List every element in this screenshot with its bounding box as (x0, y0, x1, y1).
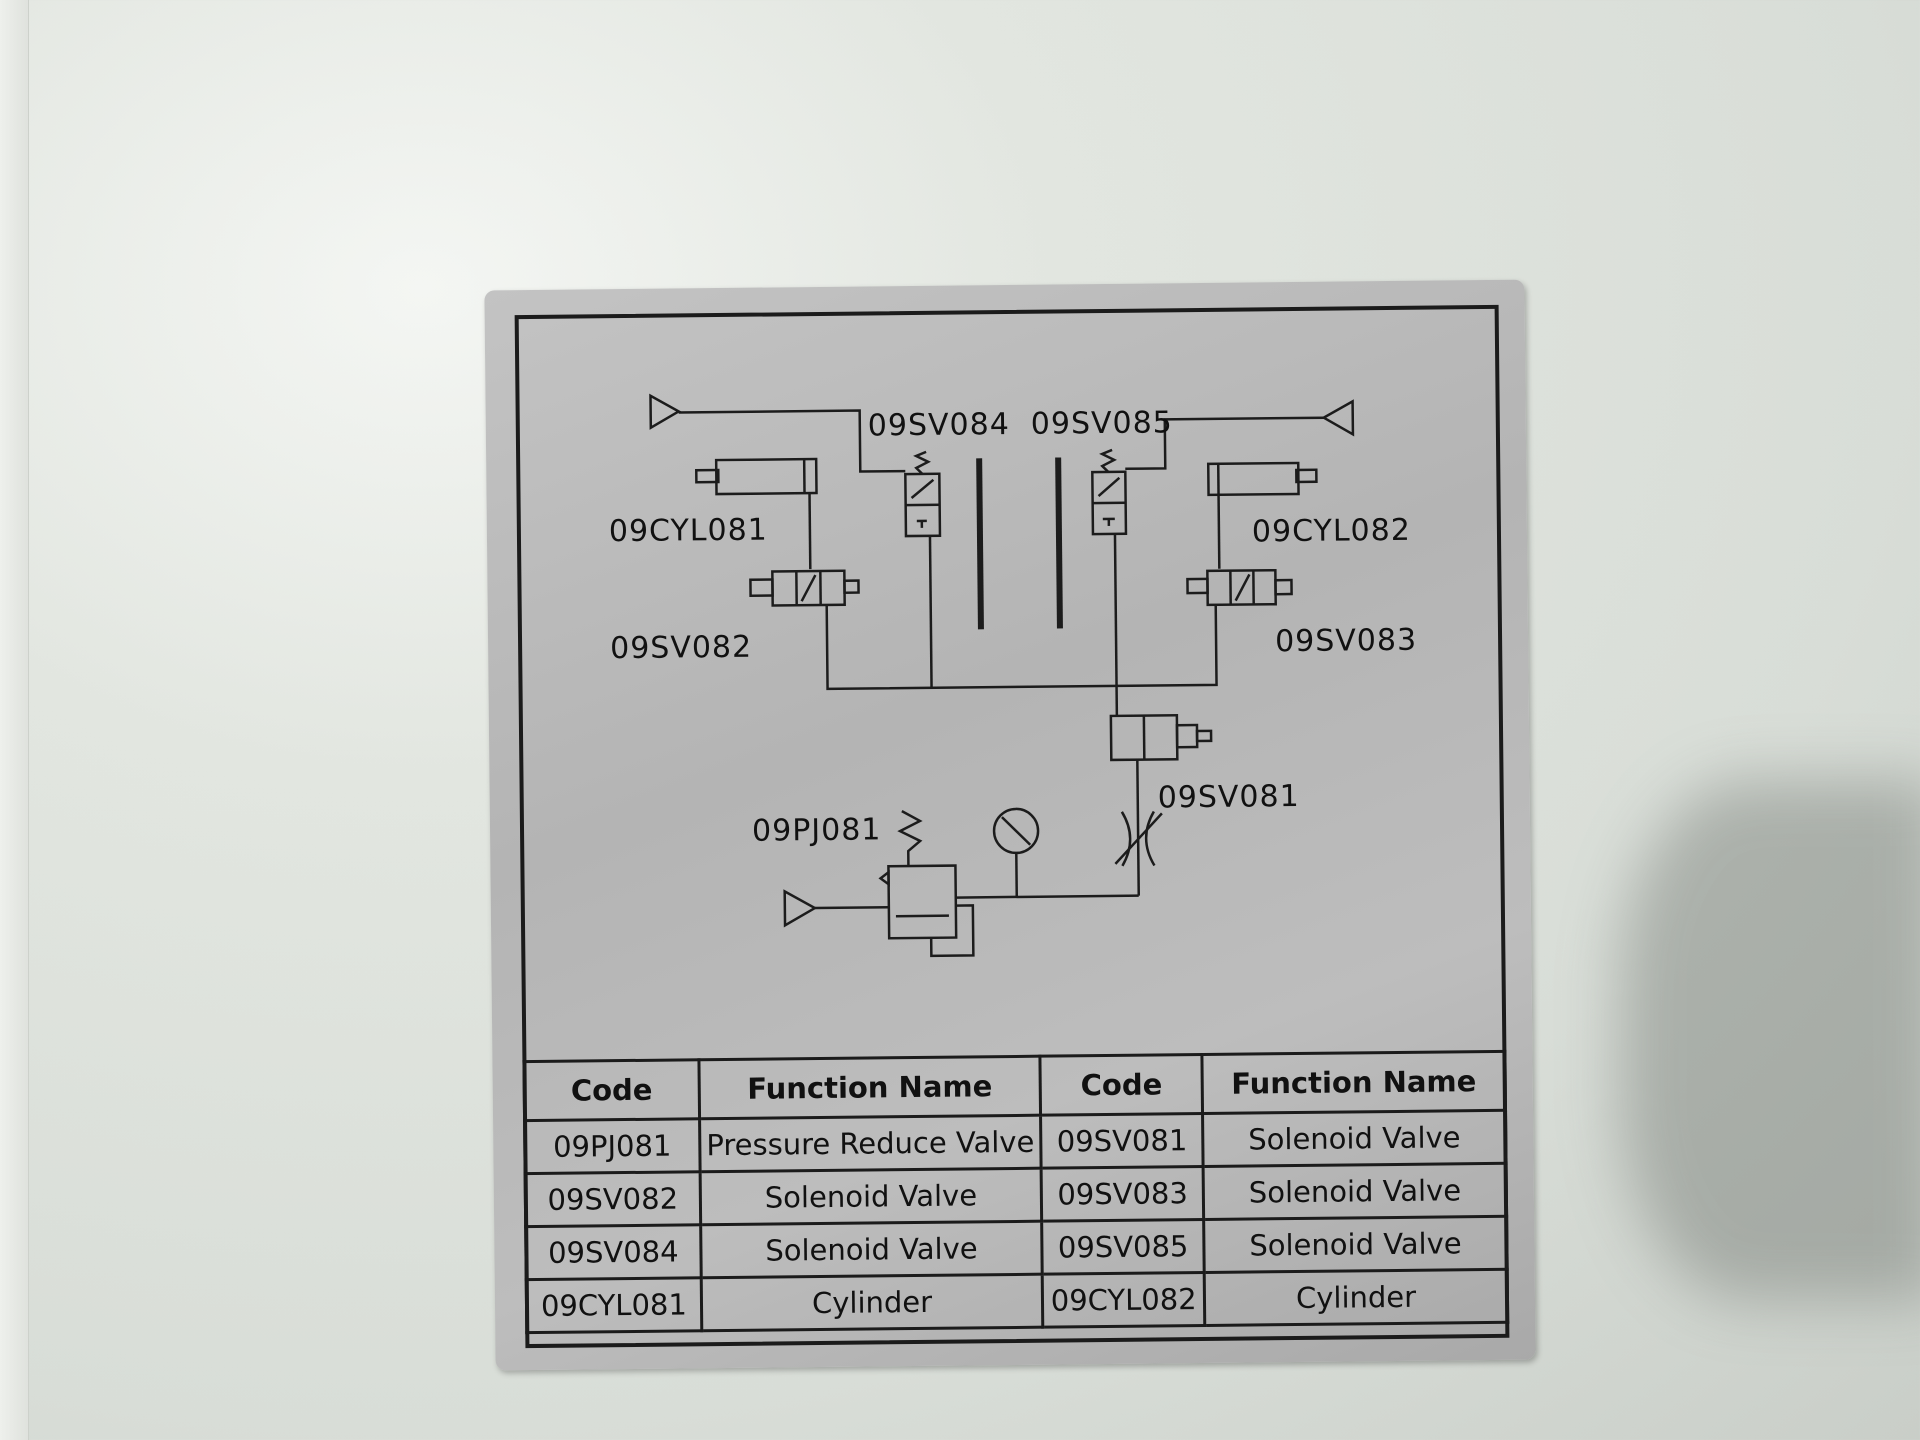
cell-function: Pressure Reduce Valve (699, 1115, 1042, 1172)
table-row: 09CYL081 Cylinder 09CYL082 Cylinder (526, 1269, 1508, 1333)
line (928, 535, 933, 688)
pneumatic-diagram-plate: 09SV084 09SV085 09CYL081 09CYL082 09SV08… (484, 279, 1536, 1371)
label-09sv082: 09SV082 (609, 629, 753, 667)
label-09pj081: 09PJ081 (751, 812, 882, 849)
label-09sv085: 09SV085 (1030, 405, 1173, 442)
label-09sv081: 09SV081 (1157, 778, 1300, 816)
cell-code: 09CYL082 (1042, 1272, 1205, 1328)
cylinder-09cyl081-icon (695, 457, 818, 570)
cell-function: Solenoid Valve (700, 1221, 1043, 1278)
cabinet-edge (0, 0, 29, 1440)
valve-09sv084-icon (904, 450, 942, 538)
cell-code: 09SV083 (1041, 1166, 1204, 1222)
label-09sv084: 09SV084 (867, 406, 1010, 444)
valve-09sv081-icon (1109, 713, 1213, 762)
table-header-row: Code Function Name Code Function Name (523, 1051, 1506, 1121)
line (814, 906, 889, 910)
cell-code: 09PJ081 (524, 1118, 700, 1174)
bar (1055, 457, 1063, 629)
cell-function: Solenoid Valve (1202, 1110, 1507, 1167)
inlet-icon (783, 889, 818, 928)
cell-code: 09SV081 (1040, 1113, 1204, 1169)
exhaust-left-icon (649, 393, 682, 430)
valve-09sv082-icon (749, 569, 860, 607)
header-function-name: Function Name (698, 1056, 1041, 1119)
label-09cyl081: 09CYL081 (608, 512, 768, 550)
header-function-name: Function Name (1202, 1051, 1506, 1114)
cell-code: 09SV084 (525, 1224, 702, 1280)
line (955, 894, 1139, 899)
cell-function: Cylinder (701, 1274, 1044, 1331)
cell-code: 09CYL081 (526, 1277, 702, 1333)
shadow (1620, 780, 1920, 1300)
cell-function: Solenoid Valve (1203, 1163, 1507, 1220)
label-09cyl082: 09CYL082 (1251, 512, 1412, 550)
label-09sv083: 09SV083 (1274, 622, 1418, 660)
exhaust-right-icon (1321, 399, 1355, 437)
cylinder-09cyl082-icon (1206, 461, 1318, 569)
pressure-regulator-icon (878, 810, 975, 958)
header-code: Code (1040, 1054, 1203, 1116)
line (1125, 416, 1324, 471)
line (678, 409, 906, 473)
cell-code: 09SV082 (525, 1171, 701, 1227)
line (1136, 759, 1140, 896)
line (1113, 533, 1119, 716)
throttle-valve-icon (1114, 810, 1163, 867)
header-code: Code (523, 1059, 700, 1121)
cell-function: Solenoid Valve (1203, 1216, 1508, 1273)
cell-code: 09SV085 (1041, 1219, 1205, 1275)
cell-function: Cylinder (1204, 1269, 1508, 1326)
pneumatic-schematic (649, 393, 1355, 958)
valve-09sv083-icon (1186, 568, 1293, 607)
valve-09sv085-icon (1091, 448, 1128, 536)
line (825, 604, 1218, 691)
bar (976, 458, 984, 630)
cell-function: Solenoid Valve (699, 1168, 1042, 1225)
component-table: Code Function Name Code Function Name 09… (522, 1050, 1509, 1334)
